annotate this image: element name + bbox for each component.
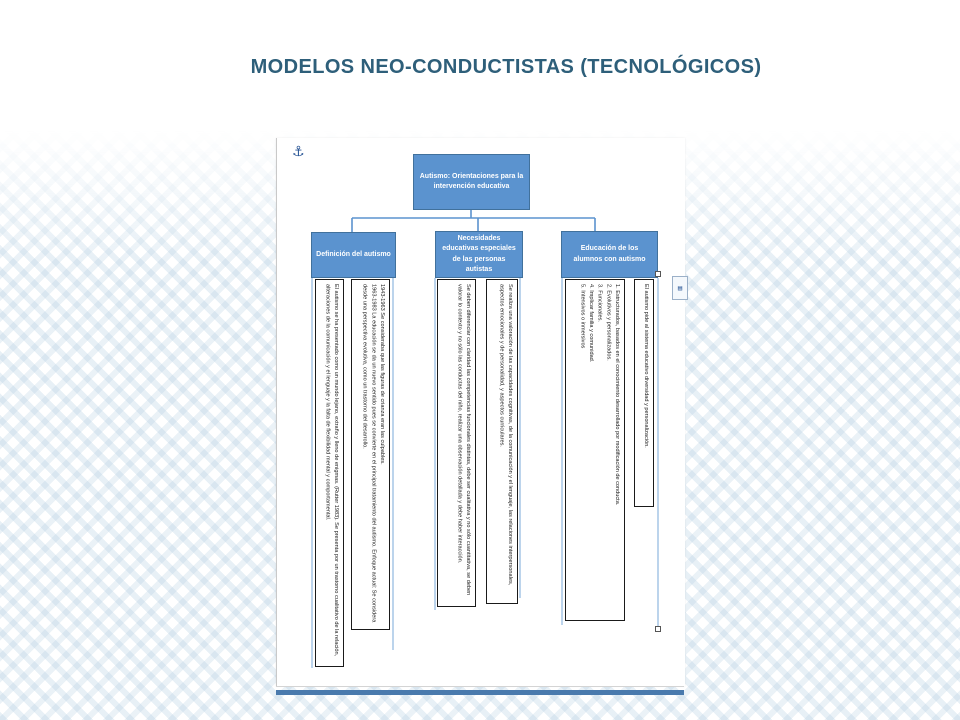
text-item: 2. Evolutivos y personalizados. (605, 284, 612, 361)
text-block: Se realiza una valoración de las capacid… (487, 280, 517, 603)
text-item: Se realiza una valoración de las capacid… (498, 284, 513, 586)
resize-handle-bottom[interactable] (655, 626, 661, 632)
text-item: 1943-1963 Se consideraba que las figuras… (379, 284, 385, 465)
text-item: 5. Intensivos o inmersivos (579, 284, 586, 349)
anchor-icon[interactable]: ⚓ (292, 143, 305, 159)
document-divider (276, 686, 684, 687)
diagram-root-label: Autismo: Orientaciones para la intervenc… (419, 172, 524, 191)
diagram-root-node[interactable]: Autismo: Orientaciones para la intervenc… (413, 154, 530, 210)
branch-label: Necesidades educativas especiales de las… (442, 234, 516, 274)
branch-label: Educación de los alumnos con autismo (573, 245, 646, 263)
necesidades-text-box-diferenciar[interactable]: Se deben diferenciar con claridad las co… (437, 279, 476, 607)
page-title: MODELOS NEO-CONDUCTISTAS (TECNOLÓGICOS) (250, 56, 762, 78)
necesidades-text-box-valoracion[interactable]: Se realiza una valoración de las capacid… (486, 279, 518, 604)
diagram-branch-necesidades[interactable]: Necesidades educativas especiales de las… (435, 231, 523, 278)
text-block: Se deben diferenciar con claridad las co… (438, 280, 475, 606)
document-bottom-bar (276, 690, 684, 695)
text-block: 1. Estructurados, basados en el conocimi… (566, 280, 624, 620)
text-item: 1. Estructurados, basados en el conocimi… (614, 284, 620, 506)
diagram-branch-definicion[interactable]: Definición del autismo (311, 232, 396, 278)
layout-options-icon[interactable]: ▤ (672, 276, 688, 300)
branch-label: Definición del autismo (316, 250, 391, 258)
definicion-text-box-history[interactable]: 1943-1963 Se consideraba que las figuras… (351, 279, 390, 630)
definicion-text-box-long[interactable]: El autismo se ha presentado como un mund… (315, 279, 344, 667)
text-block: El autismo se ha presentado como un mund… (316, 280, 343, 666)
text-block: El autismo pide al sistema educativo div… (635, 280, 653, 506)
educacion-text-box-summary[interactable]: El autismo pide al sistema educativo div… (634, 279, 654, 507)
text-item: 3. Funcionales. (596, 284, 603, 322)
text-item: El autismo se ha presentado como un mund… (324, 284, 339, 657)
resize-handle-top[interactable] (655, 271, 661, 277)
educacion-text-box-list[interactable]: 1. Estructurados, basados en el conocimi… (565, 279, 625, 621)
text-item: Se deben diferenciar con claridad las co… (456, 284, 471, 596)
text-item: El autismo pide al sistema educativo div… (643, 284, 649, 448)
text-item: 4. Implicar familia y comunidad. (588, 284, 595, 363)
text-item: 1963-1983 La educación se da un nuevo se… (361, 284, 377, 623)
diagram-branch-educacion[interactable]: Educación de los alumnos con autismo (561, 231, 658, 278)
text-block: 1943-1963 Se consideraba que las figuras… (352, 280, 389, 629)
